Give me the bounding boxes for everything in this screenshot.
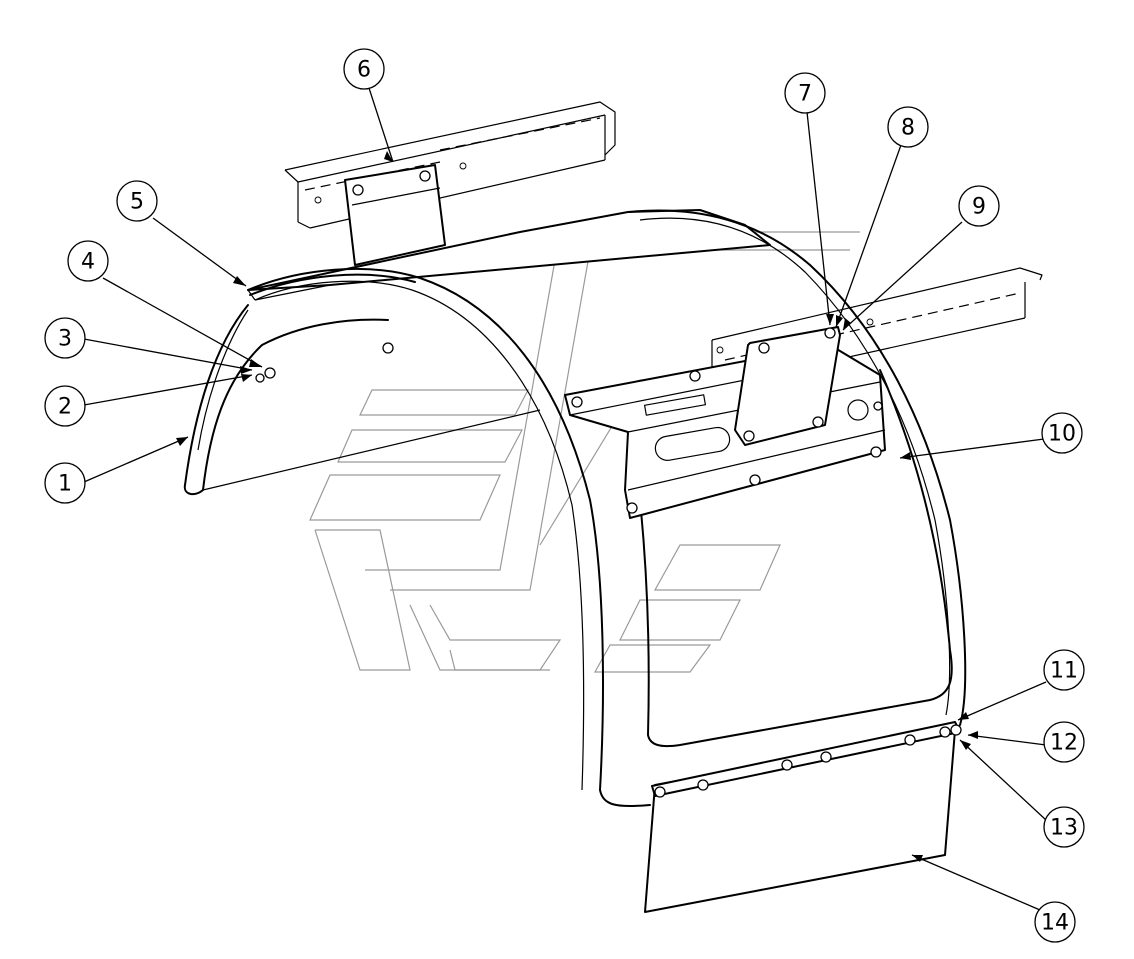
callout-3-label: 3 xyxy=(58,327,72,352)
callout-12: 12 xyxy=(1043,721,1085,763)
callout-14: 14 xyxy=(1034,901,1076,943)
callout-5-label: 5 xyxy=(130,190,144,215)
callout-1-label: 1 xyxy=(58,472,72,497)
callout-13: 13 xyxy=(1043,806,1085,848)
callout-12-label: 12 xyxy=(1050,731,1078,756)
callout-10-label: 10 xyxy=(1048,422,1076,447)
callout-11: 11 xyxy=(1043,649,1085,691)
callout-3: 3 xyxy=(44,317,86,359)
callout-6: 6 xyxy=(343,48,385,90)
leader-lines xyxy=(83,87,1047,911)
callout-13-label: 13 xyxy=(1050,816,1078,841)
fender-fasteners xyxy=(255,342,394,383)
fender-body xyxy=(247,209,967,808)
callout-9-label: 9 xyxy=(972,195,986,220)
callout-14-label: 14 xyxy=(1041,911,1069,936)
callout-2-label: 2 xyxy=(58,395,72,420)
callout-2: 2 xyxy=(44,385,86,427)
callout-7-label: 7 xyxy=(798,82,812,107)
clamp-strip xyxy=(651,721,962,798)
callout-4-label: 4 xyxy=(81,250,95,275)
mounting-bracket-right xyxy=(564,326,886,519)
callout-8-label: 8 xyxy=(901,116,915,141)
fender-extension xyxy=(183,304,541,496)
callout-1: 1 xyxy=(44,462,86,504)
leader-arrowheads xyxy=(176,151,978,862)
mounting-bracket-left xyxy=(344,164,446,266)
callout-8: 8 xyxy=(887,106,929,148)
callout-10: 10 xyxy=(1041,412,1083,454)
frame-rail-left xyxy=(284,101,616,229)
callout-7: 7 xyxy=(784,72,826,114)
callout-4: 4 xyxy=(67,240,109,282)
callout-6-label: 6 xyxy=(357,58,371,83)
callout-11-label: 11 xyxy=(1050,659,1078,684)
callout-9: 9 xyxy=(958,185,1000,227)
callout-5: 5 xyxy=(116,180,158,222)
